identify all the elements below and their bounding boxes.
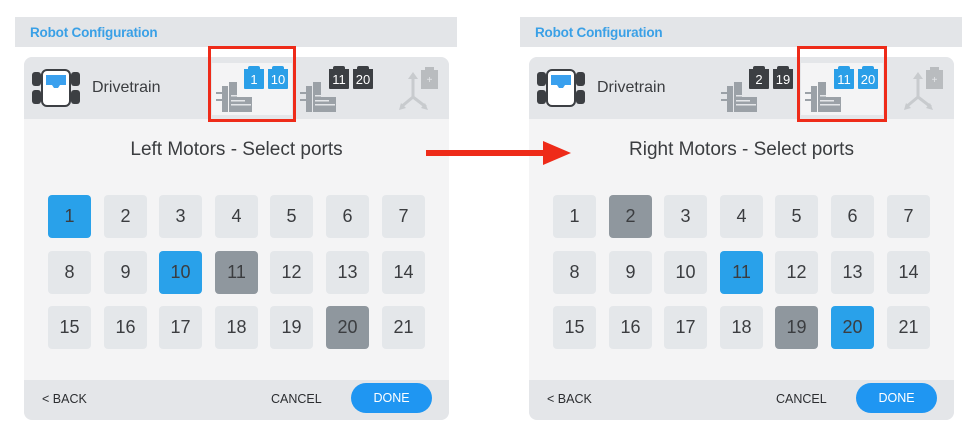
cancel-button[interactable]: CANCEL — [776, 392, 827, 406]
port-9-button[interactable]: 9 — [609, 251, 652, 294]
header-title: Robot Configuration — [30, 25, 158, 40]
left-motors-group[interactable]: 1 10 — [212, 63, 292, 115]
port-12-button[interactable]: 12 — [775, 251, 818, 294]
right-motor-port-badge: 11 — [834, 66, 854, 89]
port-17-button[interactable]: 17 — [159, 306, 202, 349]
port-7-button[interactable]: 7 — [382, 195, 425, 238]
left-motor-port-badge: 10 — [268, 66, 288, 89]
left-motors-group[interactable]: 2 19 — [717, 63, 797, 115]
active-group-highlight — [797, 46, 887, 122]
right-motors-group[interactable]: 11 20 — [296, 63, 378, 115]
port-4-button[interactable]: 4 — [215, 195, 258, 238]
left-motor-port-badge: 2 — [749, 66, 769, 89]
port-6-button[interactable]: 6 — [326, 195, 369, 238]
motor-icon — [805, 82, 841, 112]
port-9-button[interactable]: 9 — [104, 251, 147, 294]
select-ports-title: Right Motors - Select ports — [629, 139, 854, 160]
right-motor-port-badge: 11 — [329, 66, 349, 89]
port-3-button[interactable]: 3 — [159, 195, 202, 238]
motor-icon — [216, 82, 252, 112]
port-17-button[interactable]: 17 — [664, 306, 707, 349]
right-motors-group[interactable]: 11 20 — [801, 63, 883, 115]
port-20-button[interactable]: 20 — [831, 306, 874, 349]
device-tab-strip: Drivetrain 1 10 — [24, 57, 449, 119]
port-13-button[interactable]: 13 — [326, 251, 369, 294]
cancel-button[interactable]: CANCEL — [271, 392, 322, 406]
footer-bar: < BACK CANCEL DONE — [24, 380, 449, 420]
port-10-button[interactable]: 10 — [159, 251, 202, 294]
port-15-button[interactable]: 15 — [553, 306, 596, 349]
left-motors-panel: Robot Configuration Drivetrain — [15, 0, 460, 438]
port-21-button[interactable]: 21 — [887, 306, 930, 349]
svg-text:+: + — [932, 75, 938, 86]
port-12-button[interactable]: 12 — [270, 251, 313, 294]
header-bar: Robot Configuration — [15, 17, 457, 47]
port-1-button[interactable]: 1 — [48, 195, 91, 238]
port-16-button[interactable]: 16 — [609, 306, 652, 349]
port-5-button[interactable]: 5 — [270, 195, 313, 238]
port-11-button[interactable]: 11 — [720, 251, 763, 294]
header-title: Robot Configuration — [535, 25, 663, 40]
port-13-button[interactable]: 13 — [831, 251, 874, 294]
port-18-button[interactable]: 18 — [215, 306, 258, 349]
port-20-button[interactable]: 20 — [326, 306, 369, 349]
active-group-highlight — [208, 46, 296, 122]
left-motor-port-badge: 19 — [773, 66, 793, 89]
port-5-button[interactable]: 5 — [775, 195, 818, 238]
port-11-button[interactable]: 11 — [215, 251, 258, 294]
port-15-button[interactable]: 15 — [48, 306, 91, 349]
select-ports-title: Left Motors - Select ports — [130, 139, 343, 160]
port-8-button[interactable]: 8 — [48, 251, 91, 294]
config-card: Drivetrain 2 19 — [529, 57, 954, 420]
port-2-button[interactable]: 2 — [609, 195, 652, 238]
port-8-button[interactable]: 8 — [553, 251, 596, 294]
port-1-button[interactable]: 1 — [553, 195, 596, 238]
motor-icon — [721, 82, 757, 112]
right-motors-panel: Robot Configuration Drivetrain — [520, 0, 965, 438]
svg-text:+: + — [427, 75, 433, 86]
port-21-button[interactable]: 21 — [382, 306, 425, 349]
done-button[interactable]: DONE — [856, 383, 937, 413]
port-19-button[interactable]: 19 — [775, 306, 818, 349]
port-18-button[interactable]: 18 — [720, 306, 763, 349]
add-gyro-sensor-icon[interactable]: + — [904, 67, 946, 111]
port-4-button[interactable]: 4 — [720, 195, 763, 238]
motor-icon — [300, 82, 336, 112]
device-tab-strip: Drivetrain 2 19 — [529, 57, 954, 119]
port-10-button[interactable]: 10 — [664, 251, 707, 294]
back-button[interactable]: < BACK — [547, 392, 592, 406]
header-bar: Robot Configuration — [520, 17, 962, 47]
drivetrain-label: Drivetrain — [92, 79, 161, 96]
right-motor-port-badge: 20 — [353, 66, 373, 89]
add-gyro-sensor-icon[interactable]: + — [399, 67, 441, 111]
arrow-right-icon — [426, 141, 571, 165]
port-7-button[interactable]: 7 — [887, 195, 930, 238]
port-14-button[interactable]: 14 — [887, 251, 930, 294]
drivetrain-label: Drivetrain — [597, 79, 666, 96]
port-6-button[interactable]: 6 — [831, 195, 874, 238]
port-3-button[interactable]: 3 — [664, 195, 707, 238]
port-14-button[interactable]: 14 — [382, 251, 425, 294]
port-16-button[interactable]: 16 — [104, 306, 147, 349]
drivetrain-icon[interactable] — [537, 69, 585, 107]
back-button[interactable]: < BACK — [42, 392, 87, 406]
port-19-button[interactable]: 19 — [270, 306, 313, 349]
left-motor-port-badge: 1 — [244, 66, 264, 89]
done-button[interactable]: DONE — [351, 383, 432, 413]
footer-bar: < BACK CANCEL DONE — [529, 380, 954, 420]
config-card: Drivetrain 1 10 — [24, 57, 449, 420]
right-motor-port-badge: 20 — [858, 66, 878, 89]
port-2-button[interactable]: 2 — [104, 195, 147, 238]
drivetrain-icon[interactable] — [32, 69, 80, 107]
